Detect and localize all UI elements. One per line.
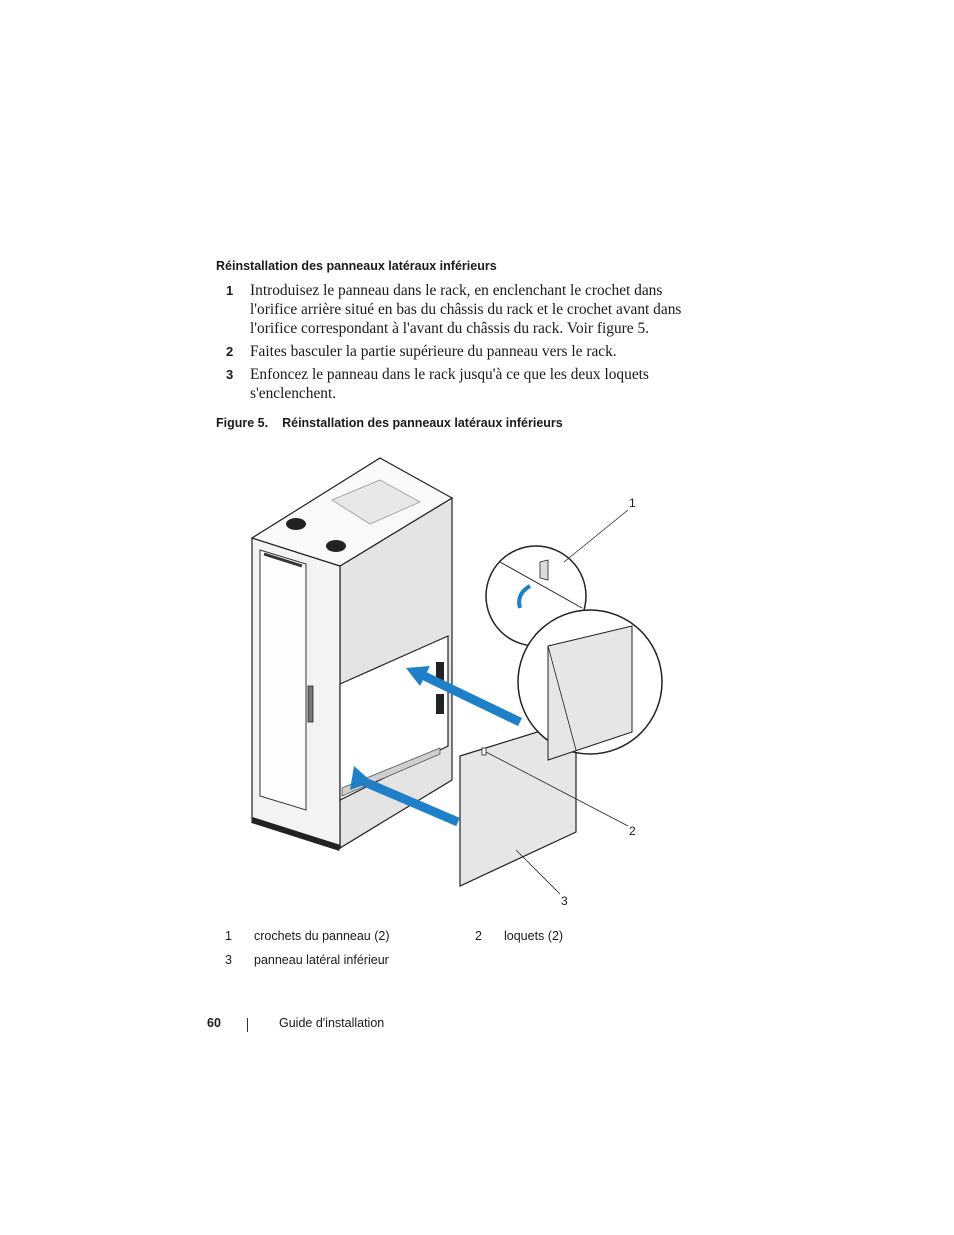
callout-leader-3 xyxy=(515,849,561,895)
step-text: Faites basculer la partie supérieure du … xyxy=(250,343,617,360)
figure-caption: Figure 5. Réinstallation des panneaux lat… xyxy=(216,416,563,430)
hook-icon xyxy=(539,559,549,581)
section-heading: Réinstallation des panneaux latéraux inf… xyxy=(216,259,497,273)
legend-num-3: 3 xyxy=(225,953,232,967)
insert-arrow-head xyxy=(406,666,430,686)
side-slot xyxy=(436,694,444,714)
legend-num-2: 2 xyxy=(475,929,482,943)
cable-port xyxy=(326,540,346,552)
callout-leader-2 xyxy=(485,751,629,827)
callout-leader-1 xyxy=(563,509,629,563)
insert-arrow-upper xyxy=(414,667,522,727)
step-text: Introduisez le panneau dans le rack, en … xyxy=(250,282,682,337)
insert-arrow-head xyxy=(350,766,372,790)
rack-door-glass xyxy=(259,549,307,811)
detail-panel xyxy=(547,625,633,761)
step-text: Enfoncez le panneau dans le rack jusqu'à… xyxy=(250,366,649,402)
panel-latch xyxy=(481,747,487,756)
legend-text-1: crochets du panneau (2) xyxy=(254,929,390,943)
callout-1: 1 xyxy=(629,496,636,510)
step-3: 3 Enfoncez le panneau dans le rack jusqu… xyxy=(216,365,696,403)
rack-diagram-svg xyxy=(250,457,663,895)
step-number: 1 xyxy=(226,283,234,298)
legend-text-2: loquets (2) xyxy=(504,929,564,943)
legend-text-3: panneau latéral inférieur xyxy=(254,953,389,967)
footer-divider xyxy=(247,1018,248,1032)
cable-port xyxy=(286,518,306,530)
legend-num-1: 1 xyxy=(225,929,232,943)
step-list: 1 Introduisez le panneau dans le rack, e… xyxy=(216,281,696,407)
rack-illustration: 1 2 3 xyxy=(230,450,680,920)
figure-title: Réinstallation des panneaux latéraux inf… xyxy=(282,416,563,430)
rotate-arrow-icon xyxy=(517,584,532,609)
footer-title: Guide d'installation xyxy=(279,1016,385,1030)
callout-3: 3 xyxy=(561,894,568,908)
door-handle xyxy=(307,685,314,723)
step-number: 2 xyxy=(226,344,234,359)
step-1: 1 Introduisez le panneau dans le rack, e… xyxy=(216,281,696,338)
insert-arrow-lower xyxy=(358,775,460,827)
page-number: 60 xyxy=(207,1016,221,1030)
step-number: 3 xyxy=(226,367,234,382)
rack-top-vent xyxy=(331,479,421,525)
side-slot xyxy=(436,662,444,682)
step-2: 2 Faites basculer la partie supérieure d… xyxy=(216,342,696,361)
callout-2: 2 xyxy=(629,824,636,838)
figure-label: Figure 5. xyxy=(216,416,269,430)
